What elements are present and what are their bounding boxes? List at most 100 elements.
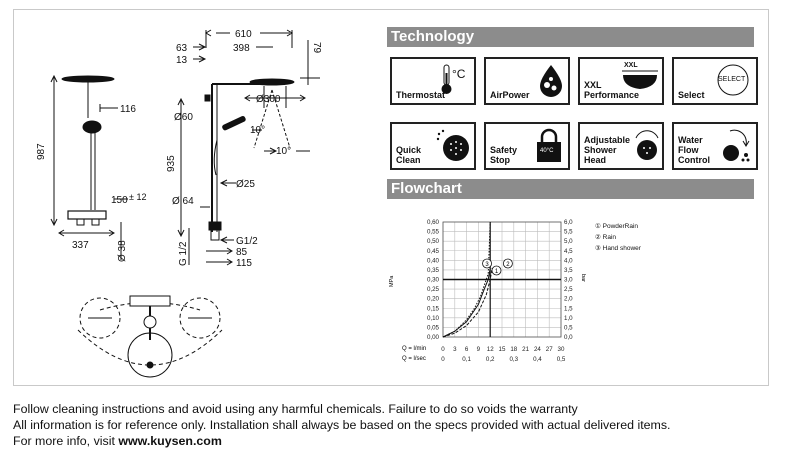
x-row1-tick: 15	[499, 346, 506, 353]
feature-quick-clean: Quick Clean	[390, 122, 476, 170]
feature-safety-stop: 40°C Safety Stop	[484, 122, 570, 170]
dim-13: 13	[176, 55, 188, 66]
legend-item: ② Rain	[595, 234, 617, 241]
y-left-tick: 0,60	[427, 219, 440, 226]
water-drop-icon	[723, 129, 750, 162]
x-row1-tick: 12	[487, 346, 494, 353]
series-line	[442, 221, 491, 338]
dim-10-angle-b: 10°	[276, 146, 291, 157]
y-right-tick: 5,5	[564, 229, 573, 236]
dim-60: Ø60	[174, 112, 193, 123]
footer-notes: Follow cleaning instructions and avoid u…	[13, 401, 671, 449]
dim-85: 85	[236, 247, 248, 258]
footer-line-1: Follow cleaning instructions and avoid u…	[13, 402, 578, 416]
spec-sheet-frame	[13, 9, 769, 386]
feature-airpower: AirPower	[484, 57, 570, 105]
dim-25: Ø25	[236, 179, 255, 190]
y-right-tick: 1,5	[564, 305, 573, 312]
y-right-tick: 1,0	[564, 315, 573, 322]
series-marker-label: 1	[495, 269, 499, 275]
y-left-tick: 0,50	[427, 238, 440, 245]
legend-item: ① PowderRain	[595, 223, 639, 230]
y-right-tick: 3,0	[564, 277, 573, 284]
footer-line-2: All information is for reference only. I…	[13, 418, 671, 432]
y-left-tick: 0,15	[427, 305, 440, 312]
y-left-tick: 0,10	[427, 315, 440, 322]
y-left-unit: MPa	[389, 275, 395, 287]
front-view	[50, 74, 128, 260]
footer-line-3: For more info, visit www.kuysen.com	[13, 433, 671, 449]
y-left-tick: 0,55	[427, 229, 440, 236]
dim-987: 987	[36, 143, 47, 160]
x-row2-tick: 0,2	[486, 356, 495, 363]
y-right-unit: bar	[580, 274, 586, 282]
y-right-tick: 5,0	[564, 238, 573, 245]
y-right-tick: 6,0	[564, 219, 573, 226]
padlock-icon	[537, 128, 561, 162]
dim-935: 935	[166, 155, 177, 172]
nozzle-clean-icon	[436, 129, 469, 161]
dim-38: Ø 38	[117, 240, 128, 262]
dim-64: Ø 64	[172, 196, 194, 207]
footer-line-3-prefix: For more info, visit	[13, 434, 119, 448]
x-row1-tick: 9	[477, 346, 481, 353]
x-row2-tick: 0	[441, 356, 445, 363]
series-line	[442, 267, 493, 338]
series-marker-label: 3	[485, 262, 489, 268]
dim-150: 150	[111, 195, 128, 206]
feature-label: Adjustable Shower Head	[584, 135, 631, 165]
y-right-tick: 4,0	[564, 257, 573, 264]
dim-79: 79	[311, 42, 322, 54]
x-row2-tick: 0,4	[533, 356, 542, 363]
adjustable-head-icon	[635, 130, 659, 160]
series-marker	[482, 258, 492, 269]
y-left-tick: 0,30	[427, 277, 440, 284]
x-row1-tick: 0	[441, 346, 445, 353]
wide-shower-head-icon	[622, 70, 658, 89]
safety-badge: 40°C	[540, 148, 554, 154]
feature-label: Select	[678, 90, 705, 100]
series-marker	[491, 265, 502, 276]
thermometer-icon	[441, 64, 452, 94]
technology-header: Technology	[387, 27, 754, 47]
dim-398: 398	[233, 43, 250, 54]
dim-300: Ø300	[256, 94, 281, 105]
x-row2-label: Q = l/sec	[402, 356, 426, 362]
feature-thermostat: °C Thermostat	[390, 57, 476, 105]
website-link[interactable]: www.kuysen.com	[118, 434, 222, 448]
feature-label: AirPower	[490, 90, 530, 100]
feature-label: Safety Stop	[490, 145, 518, 165]
dim-115: 115	[236, 258, 252, 269]
y-left-tick: 0,40	[427, 257, 440, 264]
select-badge: SELECT	[718, 76, 746, 83]
flowchart-header: Flowchart	[387, 179, 754, 199]
x-row1-tick: 21	[522, 346, 529, 353]
feature-label: Quick Clean	[396, 145, 422, 165]
dim-116: 116	[120, 104, 136, 115]
side-view	[177, 29, 320, 266]
series-marker-label: 2	[506, 262, 510, 268]
y-left-tick: 0,20	[427, 296, 440, 303]
feature-label: XXL Performance	[584, 80, 640, 100]
y-right-tick: 2,0	[564, 296, 573, 303]
select-button-icon	[717, 64, 749, 96]
dim-610: 610	[235, 29, 252, 40]
flowchart-legend: ① PowderRain ② Rain ③ Hand shower	[595, 221, 641, 254]
series-marker	[503, 258, 513, 269]
dim-g12: G1/2	[236, 236, 258, 247]
x-row1-tick: 30	[558, 346, 565, 353]
air-bubbles-icon	[540, 65, 562, 97]
feature-water-flow-control: Water Flow Control	[672, 122, 758, 170]
y-left-tick: 0,00	[427, 334, 440, 341]
x-row1-tick: 6	[465, 346, 469, 353]
legend-item: ③ Hand shower	[595, 245, 641, 252]
flowchart-series: 1 2 3	[442, 221, 561, 338]
feature-xxl-performance: XXL XXL Performance	[578, 57, 664, 105]
x-row1-label: Q = l/min	[402, 346, 426, 352]
x-row1-tick: 3	[453, 346, 457, 353]
x-row1-tick: 18	[510, 346, 517, 353]
x-row2-tick: 0,1	[462, 356, 471, 363]
feature-select: SELECT Select	[672, 57, 758, 105]
